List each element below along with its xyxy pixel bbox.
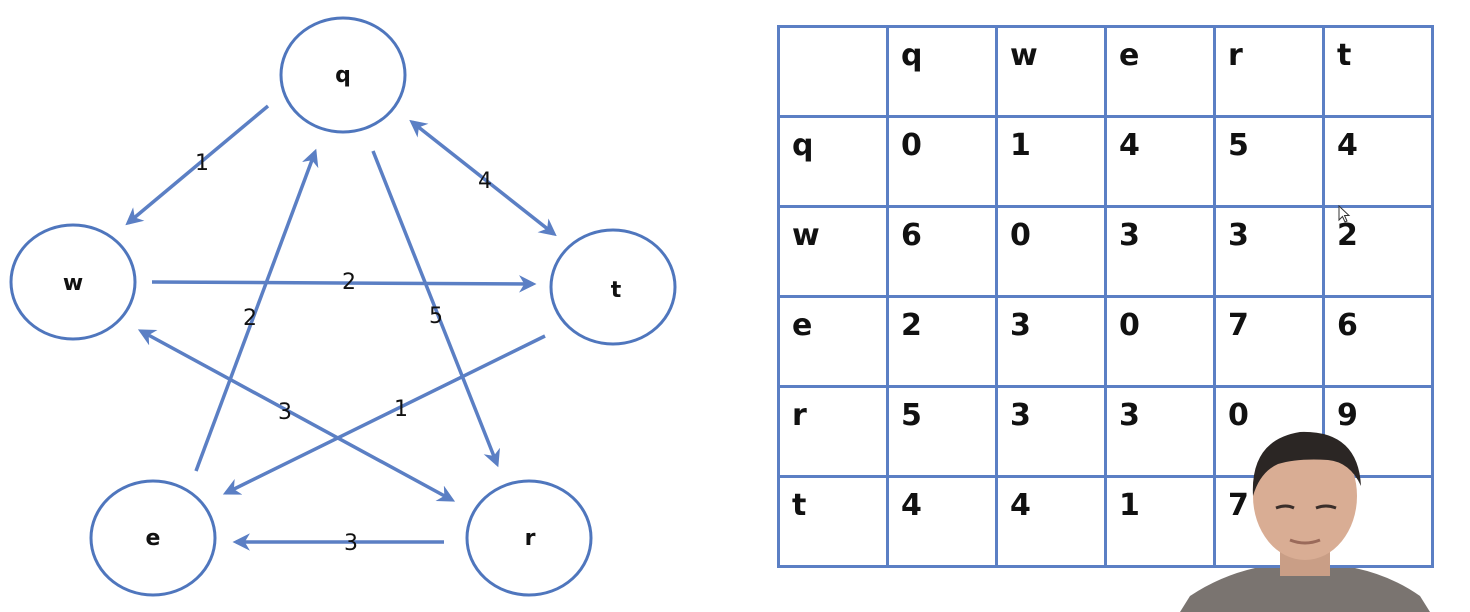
matrix-cell: 0	[995, 205, 1107, 298]
node-label: t	[611, 278, 622, 303]
matrix-cell: 0	[886, 115, 998, 208]
node-q: q	[279, 16, 407, 134]
matrix-corner-cell	[777, 25, 889, 118]
matrix-cell: 2	[886, 295, 998, 388]
matrix-column-header: r	[1213, 25, 1325, 118]
matrix-row: q 0 1 4 5 4	[777, 115, 1434, 208]
graph-diagram: 1 4 2 5 2 1 3 3 q w t e	[9, 16, 677, 597]
matrix-cell: 4	[1104, 115, 1216, 208]
matrix-column-header: e	[1104, 25, 1216, 118]
matrix-row: w 6 0 3 3 2	[777, 205, 1434, 298]
matrix-row-header: w	[777, 205, 889, 298]
matrix-row-header: t	[777, 475, 889, 568]
edge-weight-label: 1	[394, 397, 408, 422]
node-label: w	[63, 271, 83, 296]
node-label: e	[146, 526, 161, 551]
matrix-cell: 3	[995, 385, 1107, 478]
matrix-cell: 7	[1213, 295, 1325, 388]
edge-q-r: 5	[371, 150, 500, 468]
edge-weight-label: 2	[243, 306, 257, 331]
matrix-cell: 1	[1104, 475, 1216, 568]
edge-weight-label: 1	[195, 151, 209, 176]
matrix-cell: 6	[1322, 295, 1434, 388]
edge-weight-label: 3	[278, 400, 292, 425]
matrix-row-header: e	[777, 295, 889, 388]
edge-q-w: 1	[125, 104, 270, 226]
matrix-column-header: q	[886, 25, 998, 118]
matrix-row-header: r	[777, 385, 889, 478]
edge-t-e: 1	[222, 334, 546, 495]
matrix-header-row: q w e r t	[777, 25, 1434, 118]
matrix-cell: 4	[1322, 115, 1434, 208]
edge-r-e: 3	[232, 531, 444, 556]
edge-weight-label: 3	[344, 531, 358, 556]
presenter-avatar	[1180, 431, 1430, 612]
node-label: q	[335, 63, 351, 88]
node-e: e	[89, 479, 217, 597]
edge-weight-label: 5	[429, 304, 443, 329]
edge-weight-label: 4	[478, 169, 492, 194]
matrix-cell: 5	[1213, 115, 1325, 208]
edge-r-w: 3	[137, 329, 456, 502]
matrix-cell: 3	[1104, 385, 1216, 478]
matrix-cell: 1	[995, 115, 1107, 208]
edge-weight-label: 2	[342, 270, 356, 295]
matrix-cell: 3	[1213, 205, 1325, 298]
matrix-column-header: t	[1322, 25, 1434, 118]
matrix-cell: 3	[995, 295, 1107, 388]
node-t: t	[549, 228, 677, 346]
node-w: w	[9, 223, 137, 341]
matrix-row: r 5 3 3 0 9	[777, 385, 1434, 478]
matrix-cell: 0	[1104, 295, 1216, 388]
mouse-cursor-icon	[1338, 205, 1351, 223]
matrix-cell: 6	[886, 205, 998, 298]
distance-matrix: q w e r t q 0 1 4 5 4 w 6 0 3 3 2 e 2 3 …	[777, 25, 1434, 568]
node-label: r	[525, 526, 536, 551]
edge-q-t: 4	[409, 119, 557, 237]
node-r: r	[465, 479, 593, 597]
matrix-cell: 3	[1104, 205, 1216, 298]
edge-w-t: 2	[151, 270, 537, 295]
matrix-cell: 2	[1322, 205, 1434, 298]
matrix-cell: 5	[886, 385, 998, 478]
edge-e-q: 2	[194, 148, 319, 472]
matrix-column-header: w	[995, 25, 1107, 118]
matrix-row: e 2 3 0 7 6	[777, 295, 1434, 388]
matrix-row-header: q	[777, 115, 889, 208]
matrix-cell: 4	[995, 475, 1107, 568]
matrix-cell: 4	[886, 475, 998, 568]
